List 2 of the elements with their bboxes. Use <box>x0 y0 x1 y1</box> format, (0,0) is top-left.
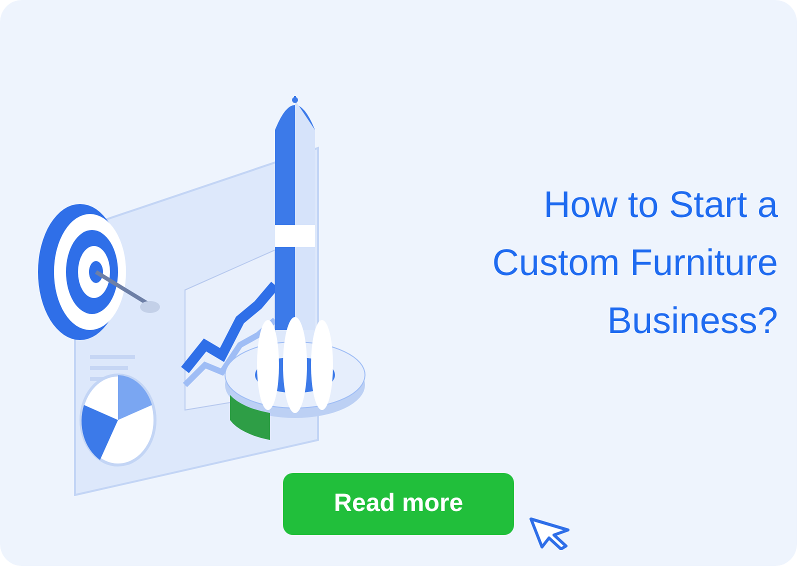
heading: How to Start a Custom Furniture Business? <box>491 183 778 343</box>
read-more-button: Read more <box>283 473 514 535</box>
